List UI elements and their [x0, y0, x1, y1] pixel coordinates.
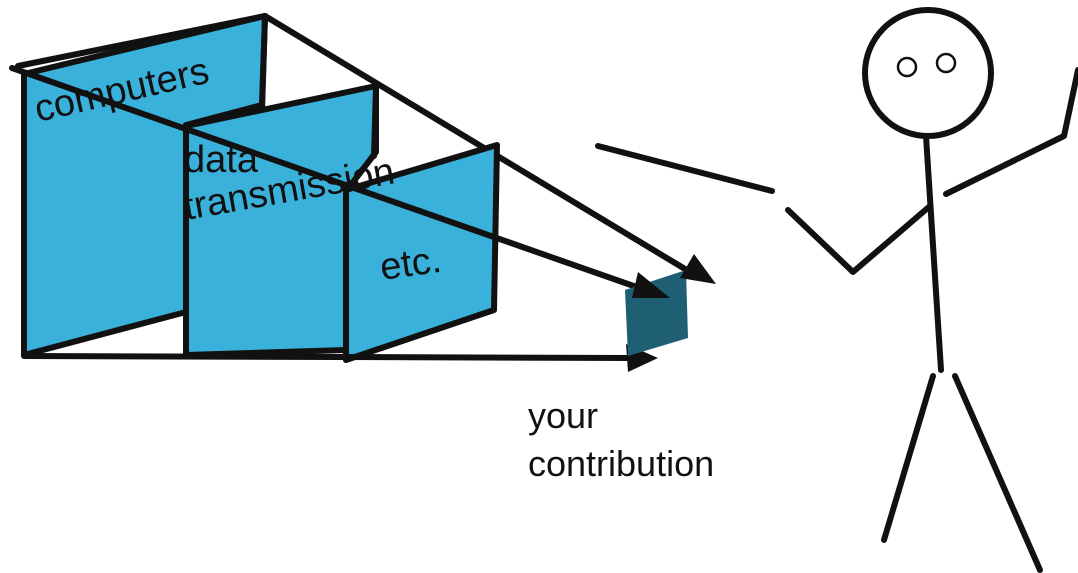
stick-figure-right-arm: [943, 67, 1078, 197]
contribution-block: [625, 270, 688, 356]
pointer-stick: [595, 143, 775, 194]
top-arrowhead: [680, 254, 716, 284]
panel-computers-right-edge: [259, 13, 268, 113]
label-your: your: [528, 395, 598, 436]
panel-data-transmission-right-edge: [371, 83, 379, 159]
stick-figure-head: [862, 7, 994, 139]
perspective-arrowhead: [632, 272, 670, 298]
label-contribution: contribution: [528, 443, 714, 484]
eye-left-icon: [896, 56, 918, 78]
stick-figure-body: [923, 133, 944, 373]
stick-figure: [595, 7, 1078, 573]
eye-right-icon: [935, 52, 957, 74]
stick-figure-left-arm: [785, 203, 933, 275]
stick-figure-right-leg: [952, 373, 1043, 573]
stick-figure-left-leg: [881, 373, 936, 543]
label-data: data: [184, 139, 259, 181]
perspective-line: [9, 65, 648, 293]
frame-bottom-line: [21, 353, 635, 361]
label-etc: etc.: [377, 239, 443, 289]
frame-top-diagonal: [262, 13, 693, 275]
